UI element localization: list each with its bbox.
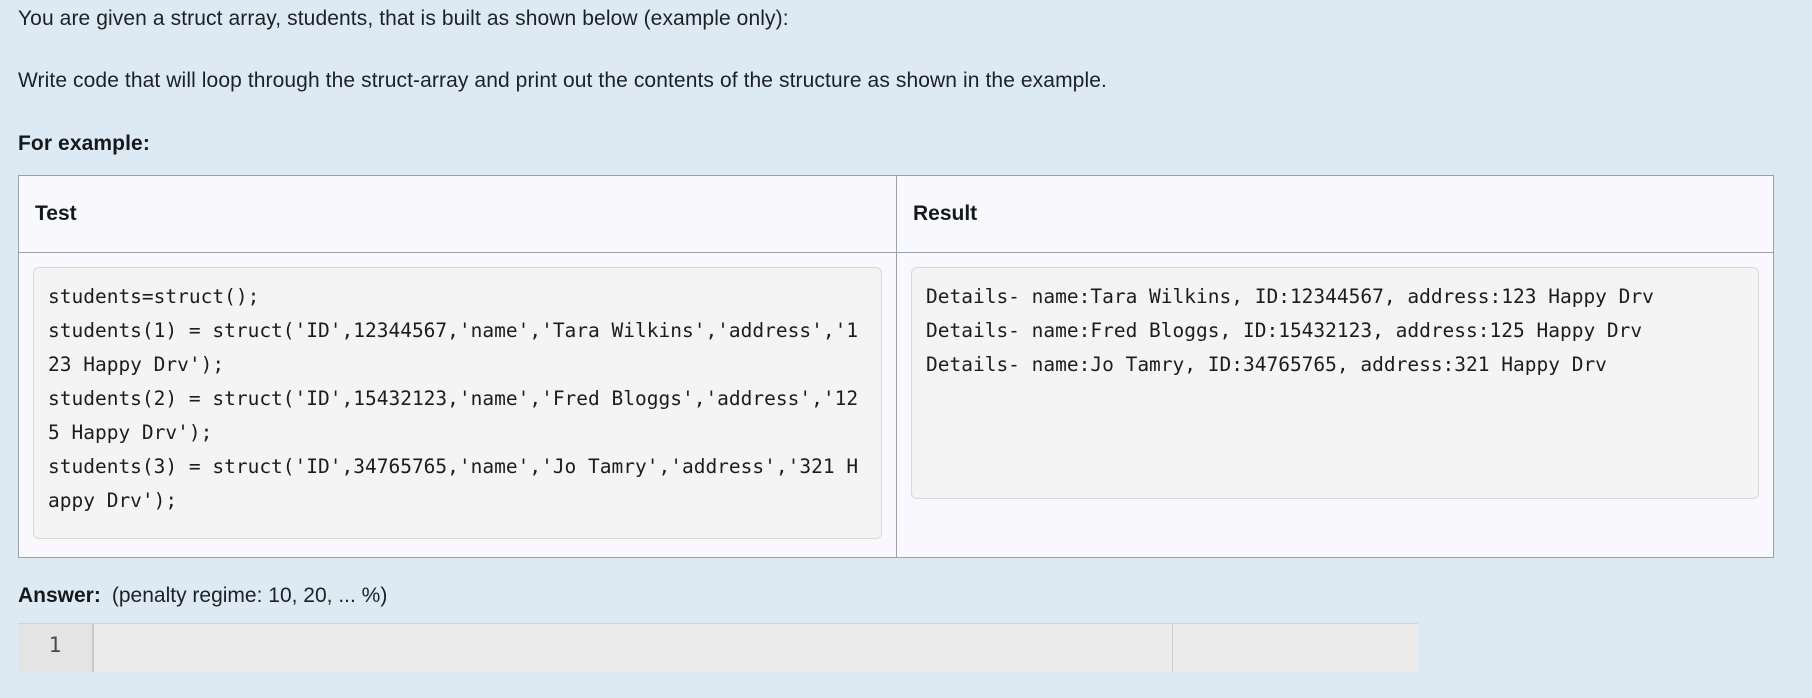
result-cell: Details- name:Tara Wilkins, ID:12344567,… — [896, 252, 1774, 558]
question-statement-line-2: Write code that will loop through the st… — [18, 69, 1107, 92]
editor-code-area[interactable] — [94, 624, 1172, 672]
example-table-row: students=struct(); students(1) = struct(… — [18, 252, 1774, 558]
penalty-regime-text: (penalty regime: 10, 20, ... %) — [111, 584, 388, 607]
editor-right-pane — [1172, 624, 1418, 672]
column-header-result: Result — [896, 175, 1774, 253]
test-cell: students=struct(); students(1) = struct(… — [18, 252, 897, 558]
answer-label: Answer: — [18, 584, 101, 607]
question-statement-line-1: You are given a struct array, students, … — [18, 7, 789, 30]
answer-row: Answer: (penalty regime: 10, 20, ... %) — [18, 584, 1794, 608]
result-output-block: Details- name:Tara Wilkins, ID:12344567,… — [911, 267, 1759, 499]
column-header-test: Test — [18, 175, 897, 253]
for-example-heading: For example: — [18, 132, 150, 155]
example-table: Test Result students=struct(); students(… — [18, 175, 1774, 558]
test-code-block: students=struct(); students(1) = struct(… — [33, 267, 882, 539]
example-table-header-row: Test Result — [18, 175, 1774, 253]
answer-code-editor[interactable]: 1 — [18, 623, 1418, 672]
editor-line-numbers: 1 — [18, 624, 94, 672]
